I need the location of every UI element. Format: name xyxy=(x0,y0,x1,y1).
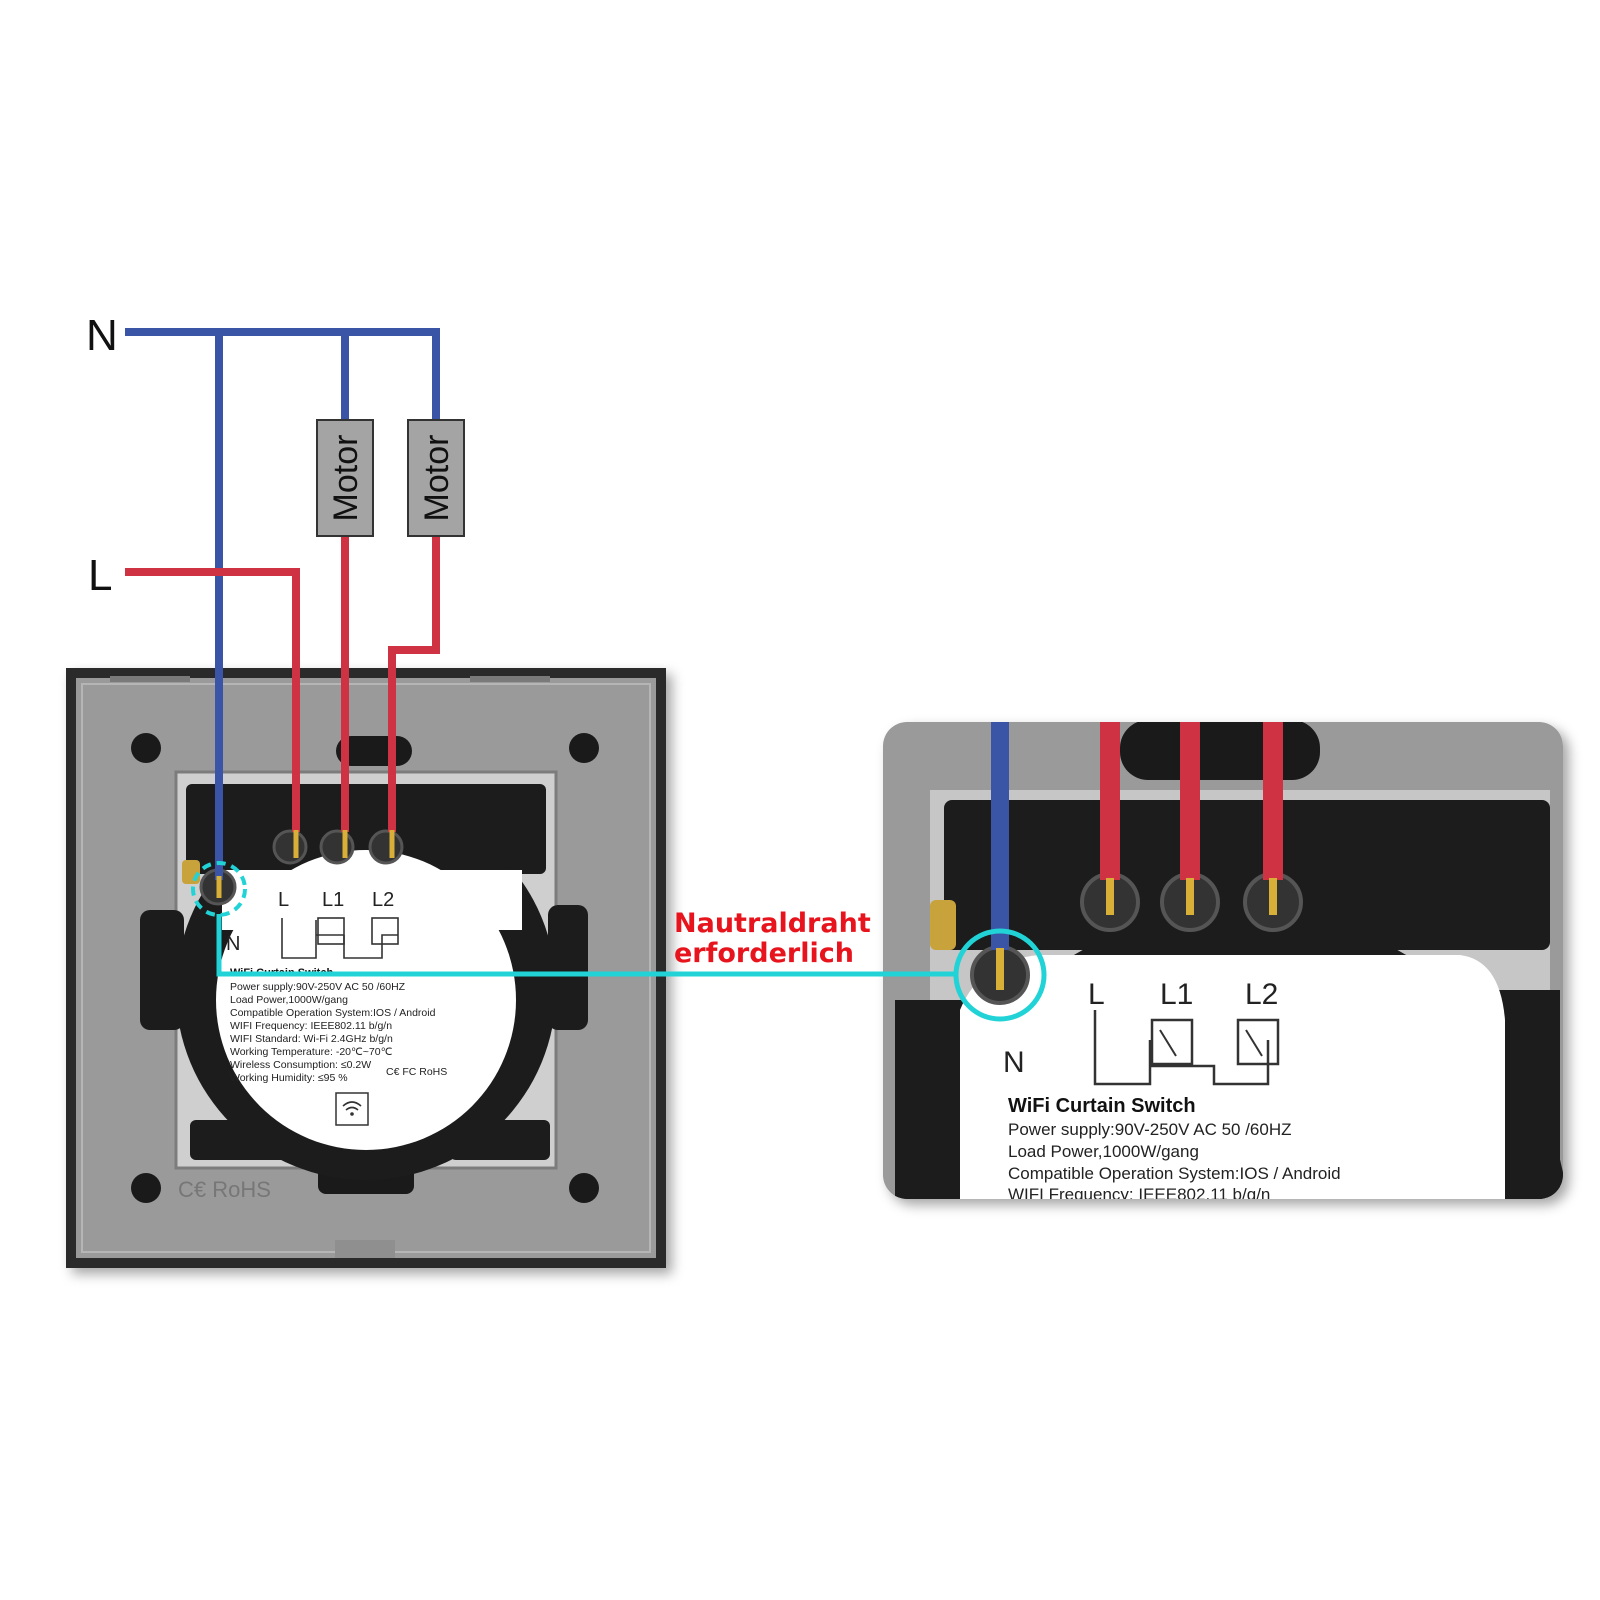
motor-label-2: Motor xyxy=(418,435,456,522)
motor-box-2 xyxy=(407,419,465,537)
note-line-2: erforderlich xyxy=(674,938,854,969)
zoom-spec-title: WiFi Curtain Switch xyxy=(1008,1095,1196,1117)
spec-line: Power supply:90V-250V AC 50 /60HZ xyxy=(230,981,406,993)
spec-line: WIFI Frequency: IEEE802.11 b/g/n xyxy=(230,1020,392,1032)
neutral-wire xyxy=(125,328,440,420)
live-wire xyxy=(125,568,300,832)
neutral-callout: Nautraldraht erforderlich xyxy=(191,861,956,977)
zoom-spec-line: WIFI Frequency: IEEE802.11 b/g/n xyxy=(1008,1185,1270,1204)
live-label: L xyxy=(88,551,112,600)
spec-line: WIFI Standard: Wi-Fi 2.4GHz b/g/n xyxy=(230,1033,393,1045)
wiring: Motor Motor N L xyxy=(86,311,465,898)
terminal-l xyxy=(272,829,308,865)
motor-label-1: Motor xyxy=(327,435,365,522)
screw-hole xyxy=(131,733,161,763)
screw-hole xyxy=(131,1173,161,1203)
spec-line: Wireless Consumption: ≤0.2W xyxy=(230,1059,371,1071)
zoom-spec-line: Load Power,1000W/gang xyxy=(1008,1142,1199,1161)
switch-back-plate: L L1 L2 N WiFi Curtain Switch Power supp… xyxy=(66,668,666,1268)
zoom-label-terminal-l1: L1 xyxy=(1160,978,1193,1011)
terminal-l1 xyxy=(319,829,355,865)
spec-line: Load Power,1000W/gang xyxy=(230,994,348,1006)
terminal-l2 xyxy=(368,829,404,865)
wifi-icon xyxy=(335,1092,369,1126)
cert-marks: C€ FC RoHS xyxy=(386,1066,447,1078)
neutral-terminal-highlight xyxy=(191,861,247,917)
label-terminal-l2: L2 xyxy=(372,889,394,911)
spec-line: Compatible Operation System:IOS / Androi… xyxy=(230,1007,436,1019)
label-terminal-l1: L1 xyxy=(322,889,344,911)
zoom-inset: L L1 L2 N WiFi Curtain Switch Power supp… xyxy=(883,722,1563,1204)
label-terminal-n: N xyxy=(226,933,240,955)
note-line-1: Nautraldraht xyxy=(674,908,871,939)
zoom-label-terminal-l2: L2 xyxy=(1245,978,1278,1011)
spec-line: Working Humidity: ≤95 % xyxy=(230,1072,348,1084)
callout-line xyxy=(216,914,956,977)
label-terminal-l: L xyxy=(278,889,289,911)
zoom-label-terminal-n: N xyxy=(1003,1046,1025,1079)
motor2-output-wire xyxy=(388,530,440,832)
screw-hole xyxy=(569,733,599,763)
zoom-spec-line: Power supply:90V-250V AC 50 /60HZ xyxy=(1008,1120,1292,1139)
zoom-label-terminal-l: L xyxy=(1088,978,1105,1011)
zoom-spec-line: Compatible Operation System:IOS / Androi… xyxy=(1008,1164,1341,1183)
plate-cert-mark: C€ RoHS xyxy=(178,1177,271,1202)
motor-box-1 xyxy=(316,419,374,537)
neutral-label: N xyxy=(86,311,118,360)
spec-line: Working Temperature: -20℃~70℃ xyxy=(230,1046,393,1058)
screw-hole xyxy=(569,1173,599,1203)
